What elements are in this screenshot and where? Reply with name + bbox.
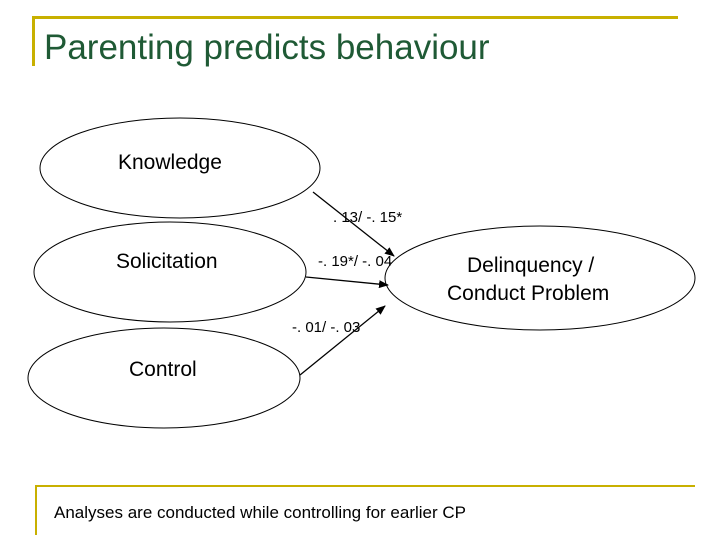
knowledge-arrow	[312, 191, 395, 257]
outcome-label-line1: Delinquency /	[467, 254, 594, 277]
knowledge-coefficient: . 13/ -. 15*	[333, 209, 402, 226]
outcome-node	[384, 225, 696, 331]
knowledge-label: Knowledge	[118, 151, 222, 174]
solicitation-node	[33, 221, 307, 323]
outcome-label-line2: Conduct Problem	[447, 282, 609, 305]
control-arrow	[299, 305, 386, 376]
solicitation-label: Solicitation	[116, 250, 218, 273]
control-label: Control	[129, 358, 197, 381]
solicitation-coefficient: -. 19*/ -. 04	[318, 253, 392, 270]
left-accent-rule	[32, 16, 35, 66]
slide-title: Parenting predicts behaviour	[44, 28, 490, 67]
solicitation-arrow	[305, 276, 389, 289]
bottom-left-accent-rule	[35, 485, 37, 535]
top-accent-rule	[32, 16, 678, 19]
bottom-accent-rule	[35, 485, 695, 487]
control-node	[27, 327, 301, 429]
knowledge-node	[39, 117, 321, 219]
control-coefficient: -. 01/ -. 03	[292, 319, 360, 336]
footnote: Analyses are conducted while controlling…	[54, 503, 466, 522]
